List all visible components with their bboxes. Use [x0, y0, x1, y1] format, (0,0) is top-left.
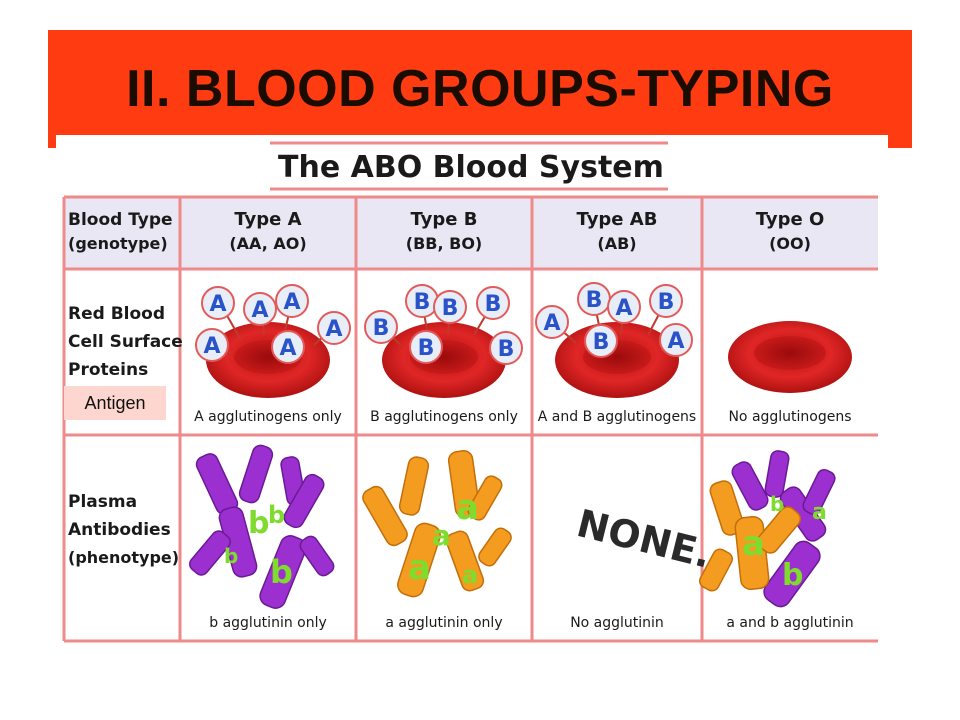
svg-text:B: B	[658, 290, 675, 315]
antigen-label: Antigen	[64, 386, 166, 420]
row-header-proteins: Proteins	[68, 360, 148, 380]
svg-text:A: A	[543, 311, 560, 336]
col-genotype-type-ab: (AB)	[597, 234, 636, 253]
svg-text:A: A	[667, 329, 684, 354]
antigen-a-5: A	[195, 328, 229, 362]
row-header-antibodies: Antibodies	[68, 520, 171, 540]
abo-diagram: The ABO Blood System Blood Type (genotyp…	[56, 135, 888, 645]
antibody-b-1: b	[248, 506, 269, 541]
antibody-b-3: b	[224, 544, 238, 568]
svg-text:B: B	[586, 288, 603, 313]
row-header-plasma: Plasma	[68, 492, 137, 512]
title-banner-bg	[48, 30, 912, 148]
antigen-b-4: B	[364, 310, 398, 344]
svg-text:A: A	[209, 292, 226, 317]
row-header-genotype: (genotype)	[68, 234, 168, 253]
antibody-caption-type-b: a agglutinin only	[385, 615, 502, 631]
antibodies-type-a: b b b b	[189, 444, 335, 609]
antibody-a-3: a	[408, 548, 431, 588]
antigen-b-3: B	[476, 286, 510, 320]
antigen-ab-4: A	[535, 305, 569, 339]
header-band	[64, 197, 878, 269]
antigen-b-2: B	[433, 290, 467, 324]
antigen-b-1: B	[405, 284, 439, 318]
antibody-a-1: a	[456, 488, 479, 528]
svg-text:A: A	[203, 334, 220, 359]
row-header-blood-type: Blood Type	[68, 210, 173, 230]
antibody-caption-type-ab: No agglutinin	[570, 615, 664, 631]
antibody-o-b-small: b	[770, 492, 784, 516]
col-header-type-b: Type B	[411, 209, 478, 230]
antigen-caption-type-a: A agglutinogens only	[194, 409, 342, 425]
antigen-ab-5: B	[584, 324, 618, 358]
row-header-red-blood: Red Blood	[68, 304, 165, 324]
antibody-a-4: a	[462, 561, 478, 589]
antigen-caption-type-o: No agglutinogens	[728, 409, 851, 425]
antigen-b-6: B	[489, 331, 523, 365]
row-header-cell-surface: Cell Surface	[68, 332, 183, 352]
antibody-o-b-large: b	[782, 558, 803, 593]
antibody-a-2: a	[432, 519, 451, 552]
title-banner-shape	[48, 30, 912, 148]
slide-title: II. BLOOD GROUPS-TYPING	[126, 60, 834, 118]
antigen-ab-1: B	[577, 282, 611, 316]
svg-text:B: B	[593, 330, 610, 355]
col-header-type-o: Type O	[756, 209, 825, 230]
none-label: NONE.	[573, 501, 716, 577]
antibodies-type-b: a a a a	[362, 450, 512, 598]
svg-text:B: B	[418, 336, 435, 361]
title-banner: II. BLOOD GROUPS-TYPING	[48, 30, 912, 148]
col-genotype-type-b: (BB, BO)	[406, 234, 482, 253]
antigen-a-3: A	[275, 284, 309, 318]
col-genotype-type-o: (OO)	[769, 234, 811, 253]
antigen-a-1: A	[201, 286, 235, 320]
antigen-caption-type-ab: A and B agglutinogens	[538, 409, 696, 425]
col-header-type-ab: Type AB	[577, 209, 658, 230]
table-grid	[62, 195, 878, 643]
diagram-title: The ABO Blood System	[278, 150, 664, 185]
antigen-a-4: A	[317, 311, 351, 345]
antigen-ab-6: A	[659, 323, 693, 357]
svg-text:B: B	[485, 292, 502, 317]
svg-text:B: B	[414, 290, 431, 315]
rbc-type-o-center	[754, 336, 826, 370]
antigen-ab-2: A	[607, 290, 641, 324]
svg-text:A: A	[615, 296, 632, 321]
svg-text:A: A	[251, 298, 268, 323]
antibody-b-2: b	[268, 501, 285, 529]
antibodies-type-o: b a a b	[699, 450, 836, 608]
antigen-caption-type-b: B agglutinogens only	[370, 409, 518, 425]
antibody-b-4: b	[270, 553, 293, 591]
rbc-type-o	[728, 321, 852, 393]
antibody-o-a-large: a	[742, 524, 765, 564]
svg-text:B: B	[373, 316, 390, 341]
antibody-caption-type-o: a and b agglutinin	[726, 615, 853, 631]
antigen-a-2: A	[243, 292, 277, 326]
antigen-a-6: A	[271, 330, 305, 364]
svg-text:A: A	[325, 317, 342, 342]
rbc-type-a: A A A A A A	[195, 284, 351, 398]
svg-text:B: B	[442, 296, 459, 321]
col-header-type-a: Type A	[234, 209, 301, 230]
antibody-o-a-small: a	[812, 500, 827, 525]
svg-text:B: B	[498, 337, 515, 362]
row-header-phenotype: (phenotype)	[68, 548, 179, 567]
rbc-type-ab: B A B A B A	[535, 282, 693, 398]
abo-diagram-svg: The ABO Blood System Blood Type (genotyp…	[62, 141, 878, 643]
col-genotype-type-a: (AA, AO)	[229, 234, 306, 253]
antigen-b-5: B	[409, 330, 443, 364]
antigen-ab-3: B	[649, 284, 683, 318]
svg-text:A: A	[279, 336, 296, 361]
antibody-caption-type-a: b agglutinin only	[209, 615, 327, 631]
rbc-type-b: B B B B B B	[364, 284, 523, 398]
svg-text:A: A	[283, 290, 300, 315]
